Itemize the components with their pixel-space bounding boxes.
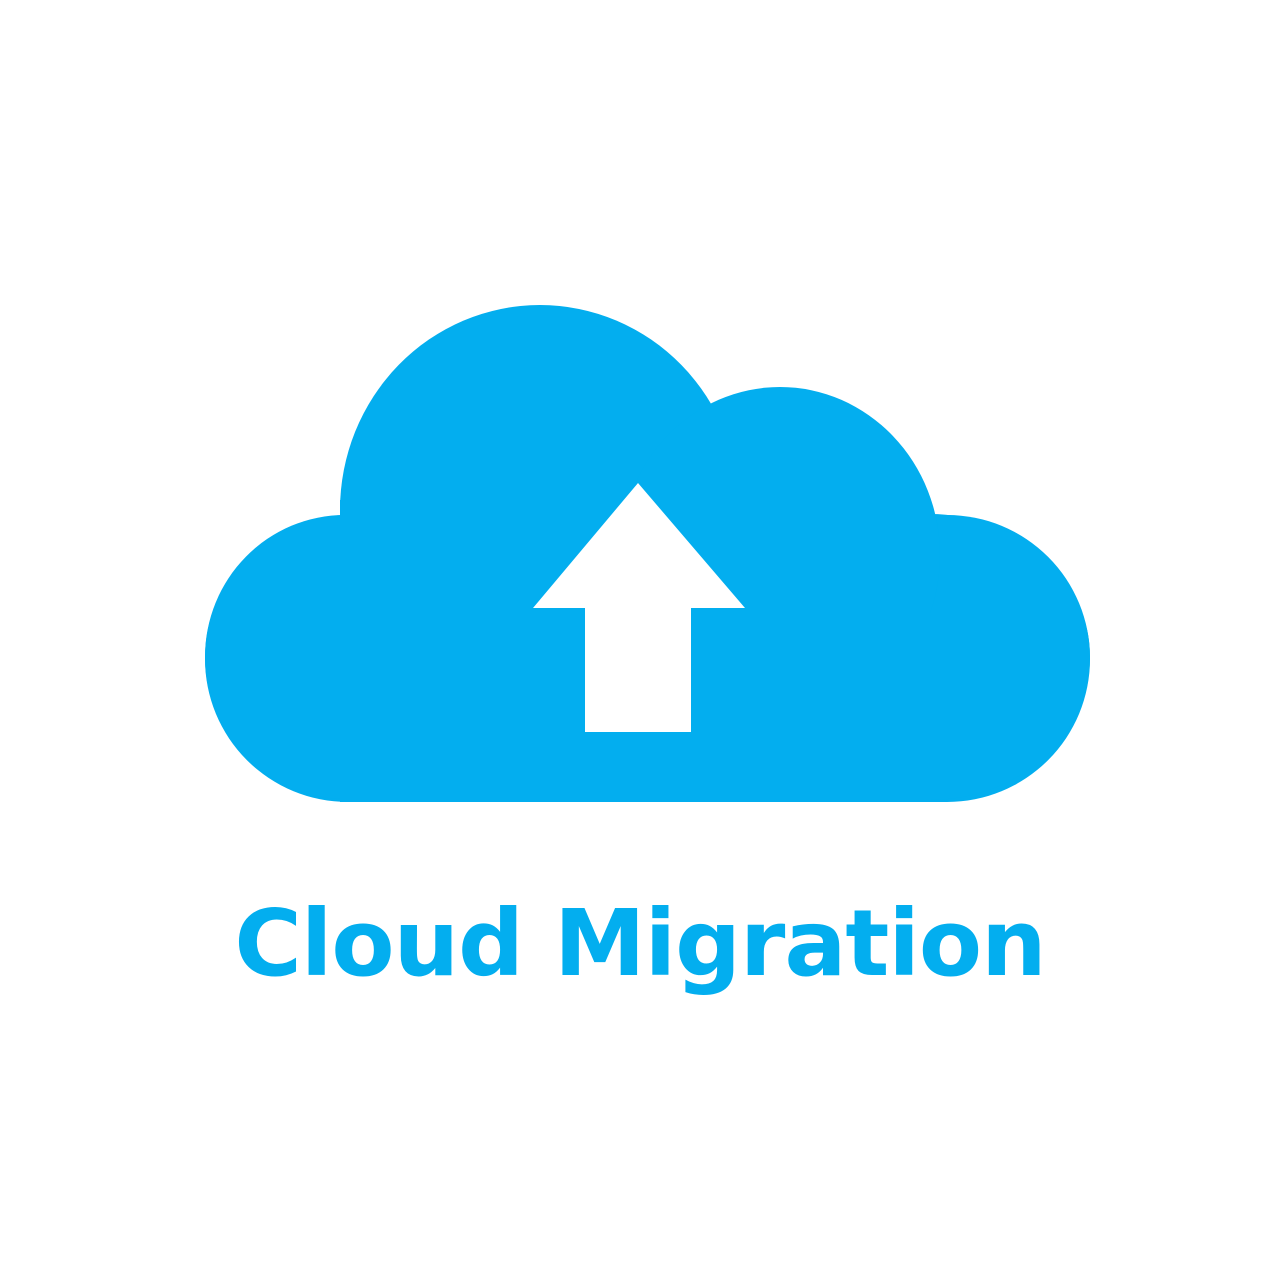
caption-title: Cloud Migration (234, 890, 1046, 997)
arrow-up-icon (533, 483, 745, 732)
